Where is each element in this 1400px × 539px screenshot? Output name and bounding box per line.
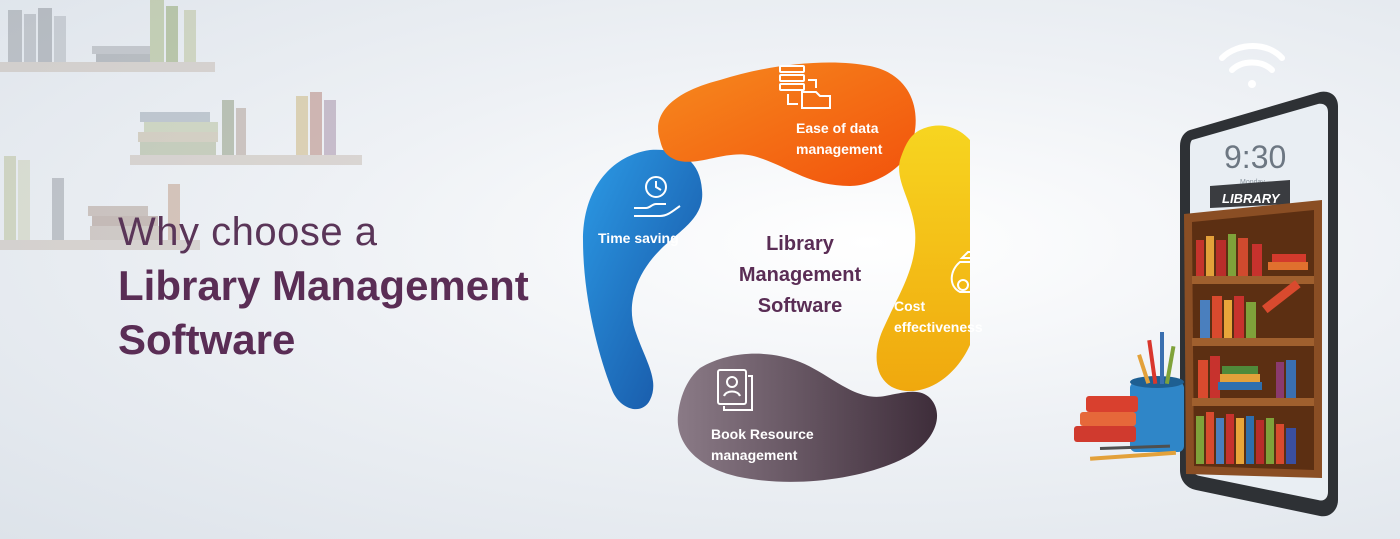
document-user-icon bbox=[717, 369, 753, 411]
segment-time-saving bbox=[583, 149, 703, 410]
segment-label-book-resource: Book Resource management bbox=[711, 426, 814, 463]
wifi-icon bbox=[1219, 43, 1285, 88]
segment-cost-effectiveness bbox=[876, 125, 970, 392]
segment-book-resource bbox=[677, 353, 938, 482]
segment-data-management bbox=[658, 62, 916, 186]
segment-label-data-management: Ease of data management bbox=[796, 120, 883, 157]
segment-label-time-saving: Time saving bbox=[598, 230, 679, 246]
benefits-pinwheel bbox=[583, 62, 970, 482]
database-folder-icon bbox=[779, 65, 831, 109]
segment-label-cost-effectiveness: Cost effectiveness bbox=[894, 298, 983, 335]
phone-day: Monday bbox=[1240, 179, 1265, 186]
background-bookshelf-art bbox=[0, 0, 362, 250]
clock-hand-icon bbox=[634, 176, 681, 217]
money-bag-icon bbox=[950, 251, 970, 293]
headline-line-1: Why choose a bbox=[118, 210, 378, 254]
phone-library-illustration: 9:30 Monday LIBRARY bbox=[1074, 43, 1338, 517]
library-sign: LIBRARY bbox=[1222, 191, 1281, 206]
center-title: Library Management Software bbox=[738, 233, 862, 317]
phone-time: 9:30 bbox=[1224, 139, 1286, 175]
headline-line-3: Software bbox=[118, 316, 296, 363]
headline-line-2: Library Management bbox=[118, 262, 529, 309]
headline: Why choose a Library Management Software bbox=[118, 205, 529, 367]
